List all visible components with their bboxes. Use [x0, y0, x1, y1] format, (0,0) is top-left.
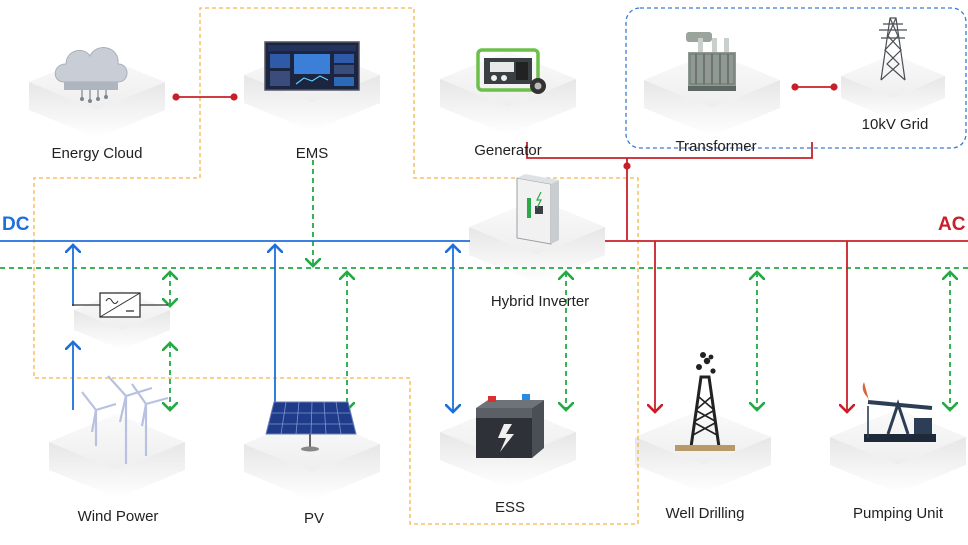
node-label-grid: 10kV Grid — [862, 116, 929, 133]
platform-grid — [841, 54, 945, 120]
ac-lines — [176, 86, 968, 412]
node-label-transformer: Transformer — [675, 138, 756, 155]
monitor-dashboard-icon — [264, 41, 360, 91]
wind-turbine-icon — [81, 375, 169, 464]
generator-icon — [476, 48, 546, 94]
node-label-ess: ESS — [495, 499, 525, 516]
text-labels: DC AC Energy Cloud EMS Generator Transfo… — [2, 116, 966, 527]
solar-panel-icon — [265, 401, 357, 452]
node-label-pumping-unit: Pumping Unit — [853, 505, 944, 522]
node-label-wind-power: Wind Power — [78, 508, 159, 525]
control-boundary — [33, 7, 639, 525]
node-label-energy-cloud: Energy Cloud — [52, 145, 143, 162]
platforms — [29, 47, 966, 500]
node-label-pv: PV — [304, 510, 324, 527]
drilling-rig-icon — [675, 352, 735, 451]
platform-pumping-unit — [830, 409, 966, 493]
node-label-well-drilling: Well Drilling — [666, 505, 745, 522]
dc-bus-label: DC — [2, 214, 30, 235]
dc-dc-converter-icon — [72, 292, 168, 318]
node-label-hybrid-inverter: Hybrid Inverter — [491, 293, 589, 310]
cloud-icon — [54, 47, 128, 103]
inverter-icon — [516, 174, 559, 245]
node-label-generator: Generator — [474, 142, 542, 159]
junction-dots — [172, 83, 838, 170]
transformer-icon — [686, 32, 736, 91]
ac-bus-label: AC — [938, 214, 966, 235]
pumpjack-icon — [862, 382, 936, 442]
battery-icon — [476, 394, 544, 458]
comm-lines — [0, 160, 968, 410]
platform-well-drilling — [635, 409, 771, 493]
transmission-tower-icon — [879, 17, 907, 81]
dc-lines — [0, 240, 470, 412]
node-label-ems: EMS — [296, 145, 329, 162]
platform-wind-power — [49, 414, 185, 498]
ac-gen-transformer — [526, 142, 813, 159]
grid-boundary — [625, 7, 967, 149]
